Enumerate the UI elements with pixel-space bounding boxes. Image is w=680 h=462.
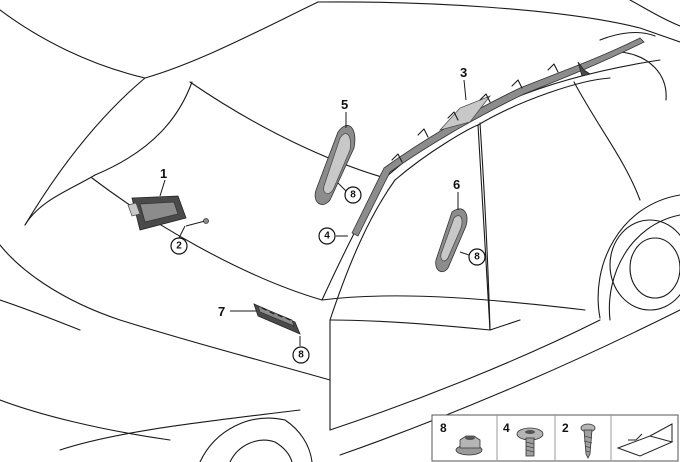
torx-bolt-icon xyxy=(516,427,544,457)
fastener-legend: 8 4 2 xyxy=(431,414,679,462)
callout-8a: 8 xyxy=(350,190,356,201)
part-passenger-airbag xyxy=(127,179,187,231)
hex-collar-nut-icon xyxy=(455,435,483,456)
callout-8c: 8 xyxy=(298,350,304,361)
callout-6: 6 xyxy=(453,177,460,192)
callout-circle-8a xyxy=(344,186,362,204)
callout-8b: 8 xyxy=(474,252,480,263)
callout-2: 2 xyxy=(176,241,182,252)
callout-4: 4 xyxy=(324,231,330,242)
callouts: 1 3 5 6 7 2 4 8 8 8 xyxy=(160,65,486,364)
tapping-screw-icon xyxy=(580,423,596,459)
callout-3: 3 xyxy=(460,65,467,80)
part-side-airbag-front xyxy=(314,112,356,205)
part-knee-airbag xyxy=(230,303,301,346)
part-curtain-airbag xyxy=(351,31,656,237)
callout-circle-8b xyxy=(468,248,486,266)
legend-num-screw: 2 xyxy=(562,421,569,435)
part-side-airbag-rear xyxy=(435,192,473,273)
legend-num-nut: 8 xyxy=(440,421,447,435)
callout-circle-8c xyxy=(292,346,310,364)
callout-circle-4 xyxy=(318,227,336,245)
callout-7: 7 xyxy=(218,304,225,319)
callout-circle-2 xyxy=(170,237,188,255)
part-screw-small xyxy=(177,218,209,241)
legend-num-bolt: 4 xyxy=(503,421,510,435)
callout-1: 1 xyxy=(160,166,167,181)
callout-5: 5 xyxy=(341,97,348,112)
arrow-reference-icon xyxy=(616,423,674,457)
